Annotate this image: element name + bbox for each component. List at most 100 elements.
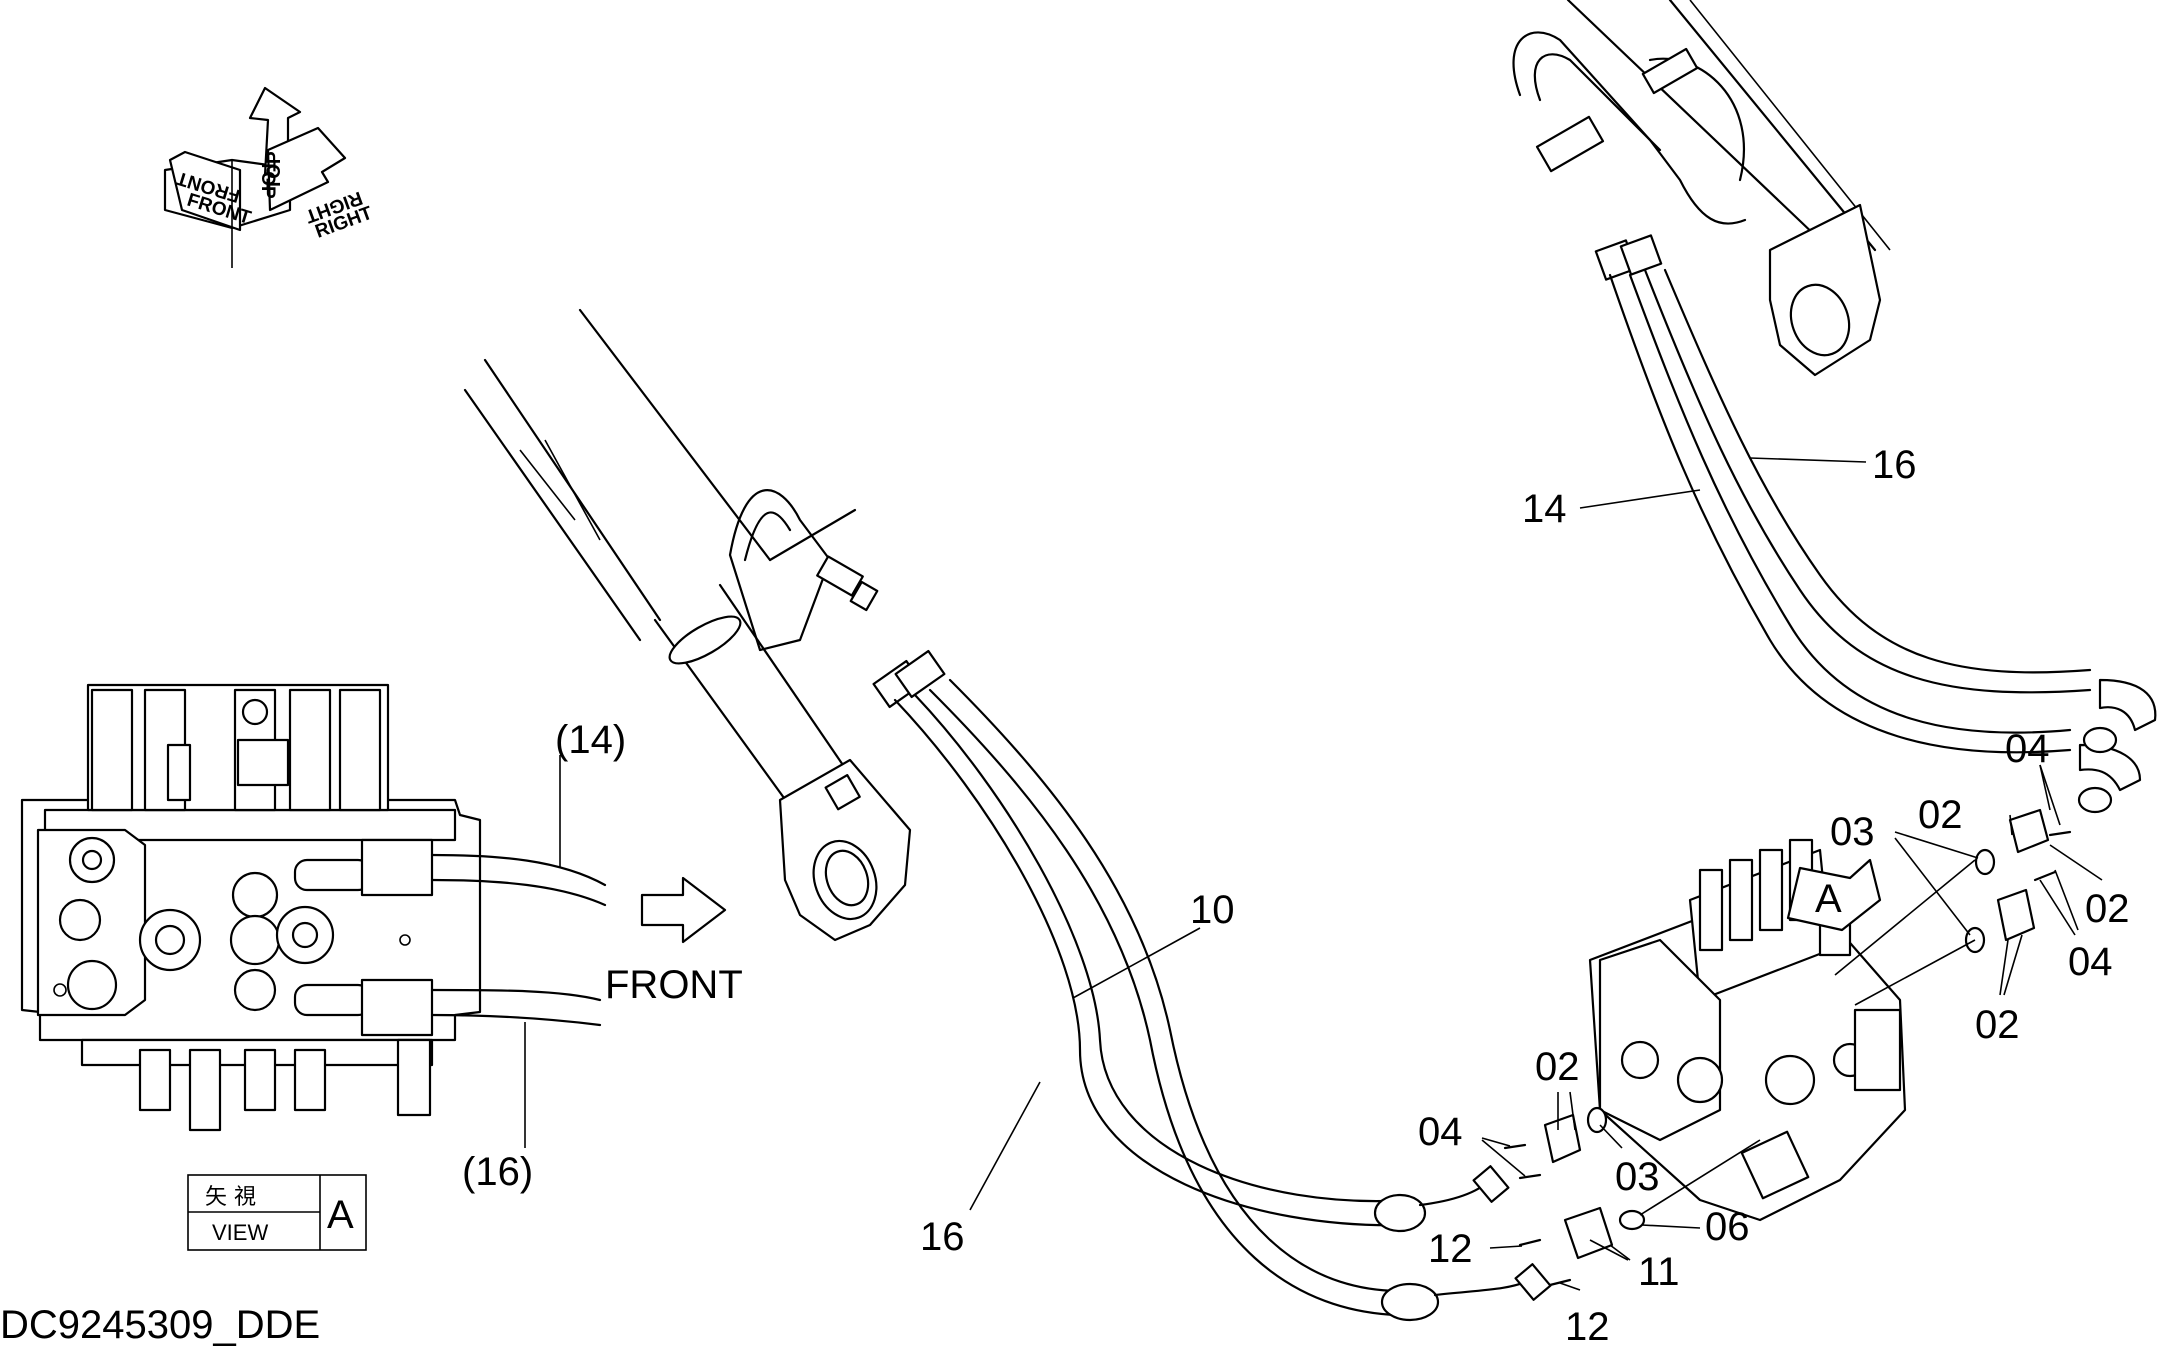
callout-12a: 12 bbox=[1428, 1227, 1473, 1271]
boom-edge-2 bbox=[463, 388, 642, 642]
flange-11 bbox=[1563, 1206, 1614, 1260]
control-valve-end-section bbox=[1853, 1008, 1902, 1092]
hose-16-outer-upper bbox=[1643, 268, 2092, 694]
leader-02d-2 bbox=[1569, 1091, 1576, 1131]
view-a-fitting-upper-nut bbox=[360, 838, 434, 897]
cylinder-edge-right bbox=[718, 583, 862, 792]
center-hoses bbox=[872, 649, 1552, 1322]
bolt-04-lower-b bbox=[1518, 1173, 1542, 1180]
view-a-center-port bbox=[229, 914, 281, 966]
leader-14 bbox=[1579, 489, 1701, 509]
callout-16a: 16 bbox=[920, 1215, 965, 1259]
hose-16-inner bbox=[948, 678, 1422, 1292]
control-valve-spool-1 bbox=[1698, 868, 1724, 952]
callout-14: 14 bbox=[1522, 487, 1567, 531]
hose-10-lower-flange bbox=[1472, 1165, 1510, 1203]
leader-06 bbox=[1641, 1224, 1701, 1229]
bolt-04-mid bbox=[2033, 870, 2057, 882]
control-valve-spool-3 bbox=[1758, 848, 1784, 932]
leader-12b bbox=[1559, 1282, 1581, 1291]
o-ring-06 bbox=[1618, 1209, 1646, 1231]
callout-02a: 02 bbox=[1918, 793, 1963, 837]
rod-end-bore-inner bbox=[824, 849, 870, 907]
center-pipe-loop-inner bbox=[743, 511, 792, 562]
view-a-spool-4 bbox=[288, 688, 332, 812]
hose-16-lower-port bbox=[2082, 726, 2118, 754]
hose-16-upper-fitting bbox=[894, 649, 946, 699]
leader-02b bbox=[2049, 844, 2103, 881]
callout-14p: (14) bbox=[555, 718, 626, 762]
arm-pipe-loop-outer bbox=[1512, 31, 1747, 225]
boom-assembly bbox=[463, 308, 912, 942]
leader-04a-2 bbox=[2039, 764, 2061, 826]
arm-edge-right bbox=[1668, 0, 1877, 252]
leader-12a bbox=[1489, 1245, 1523, 1249]
hose-10-inner bbox=[913, 693, 1412, 1203]
bolt-12-b bbox=[1548, 1278, 1572, 1287]
cylinder-clamp bbox=[668, 615, 742, 665]
leader-02c-1 bbox=[1999, 939, 2009, 996]
view-a-bolt-hole bbox=[53, 983, 67, 997]
arm-rod-end-bore bbox=[1789, 283, 1851, 357]
front-label: FRONT bbox=[605, 963, 743, 1007]
orientation-arrow-front bbox=[168, 150, 242, 232]
hose-14-inner bbox=[1628, 273, 2072, 734]
view-a-hoses bbox=[430, 853, 607, 1027]
callout-04a: 04 bbox=[2005, 727, 2050, 771]
view-a-spool-1 bbox=[90, 688, 134, 812]
leader-11-2 bbox=[1609, 1244, 1631, 1261]
flange-02-lower bbox=[1543, 1113, 1582, 1164]
leader-04c-2 bbox=[1481, 1139, 1526, 1177]
view-a-box: 矢 視 VIEW A bbox=[187, 1174, 367, 1251]
arm-pipe-clamp bbox=[1535, 115, 1605, 173]
hose-16-lower-flange bbox=[1514, 1263, 1552, 1301]
flange-02-upper bbox=[2008, 808, 2050, 854]
callout-02b: 02 bbox=[2085, 887, 2130, 931]
view-a-bottom-spool-2 bbox=[188, 1048, 222, 1132]
centerline-lower bbox=[1639, 1139, 1761, 1216]
arm-pipe-loop-inner bbox=[1533, 53, 1662, 152]
hose-10-lower-end bbox=[1373, 1193, 1427, 1233]
callout-16b: 16 bbox=[1872, 443, 1917, 487]
view-a-bottom-spool-1 bbox=[138, 1048, 172, 1112]
orientation-top-label-mirrored: TOP bbox=[264, 151, 285, 190]
hose-16-lower-elbow bbox=[1433, 1278, 1532, 1297]
leader-04c-1 bbox=[1481, 1137, 1511, 1147]
hose-16-inner-upper bbox=[1663, 268, 2092, 674]
orientation-indicator: FRONT FRONT TOP TOP RIGHT RIGHT bbox=[163, 86, 376, 268]
leader-04b-1 bbox=[2039, 879, 2076, 936]
bolt-04-upper bbox=[2048, 830, 2072, 837]
leader-04b-2 bbox=[2054, 869, 2079, 931]
view-a-right-port-inner bbox=[291, 921, 319, 949]
centerline-mid bbox=[1854, 939, 1976, 1006]
view-a-hose-16-inner bbox=[430, 1013, 602, 1027]
hose-14-lower-port bbox=[2077, 786, 2113, 814]
boom-detail-line-2 bbox=[519, 449, 576, 521]
leader-02c-2 bbox=[2003, 934, 2023, 996]
hose-16-outer bbox=[928, 688, 1422, 1317]
callout-16p: (16) bbox=[462, 1150, 533, 1194]
hose-16-lower-end bbox=[2098, 678, 2157, 732]
boom-edge-3 bbox=[578, 308, 772, 562]
control-valve-port bbox=[1676, 1056, 1724, 1104]
arm-edge-left bbox=[1566, 0, 1822, 242]
view-a-letter: A bbox=[327, 1193, 354, 1237]
view-a-fitting-lower-nut bbox=[360, 978, 434, 1037]
fittings bbox=[1503, 808, 2072, 1287]
center-pipe-loop bbox=[728, 489, 832, 652]
center-pipe-bracket bbox=[816, 555, 864, 597]
view-a-center-fitting bbox=[236, 738, 290, 787]
view-a-fitting-lower-elbow bbox=[293, 983, 372, 1017]
front-arrow-icon bbox=[640, 876, 727, 944]
view-a-jp-label: 矢 視 bbox=[205, 1185, 256, 1210]
hose-10-outer bbox=[893, 698, 1412, 1227]
callout-10: 10 bbox=[1190, 888, 1235, 932]
control-valve-left-port bbox=[1620, 1040, 1660, 1080]
orientation-arrow-right bbox=[266, 126, 347, 212]
view-a-center-plug bbox=[241, 698, 269, 726]
leader-03a-2 bbox=[1894, 837, 1971, 936]
view-a-arrow-icon bbox=[1786, 858, 1882, 932]
bolt-12-a bbox=[1518, 1238, 1542, 1247]
hose-14-outer bbox=[1608, 273, 2072, 754]
view-a-valve bbox=[20, 683, 482, 1132]
